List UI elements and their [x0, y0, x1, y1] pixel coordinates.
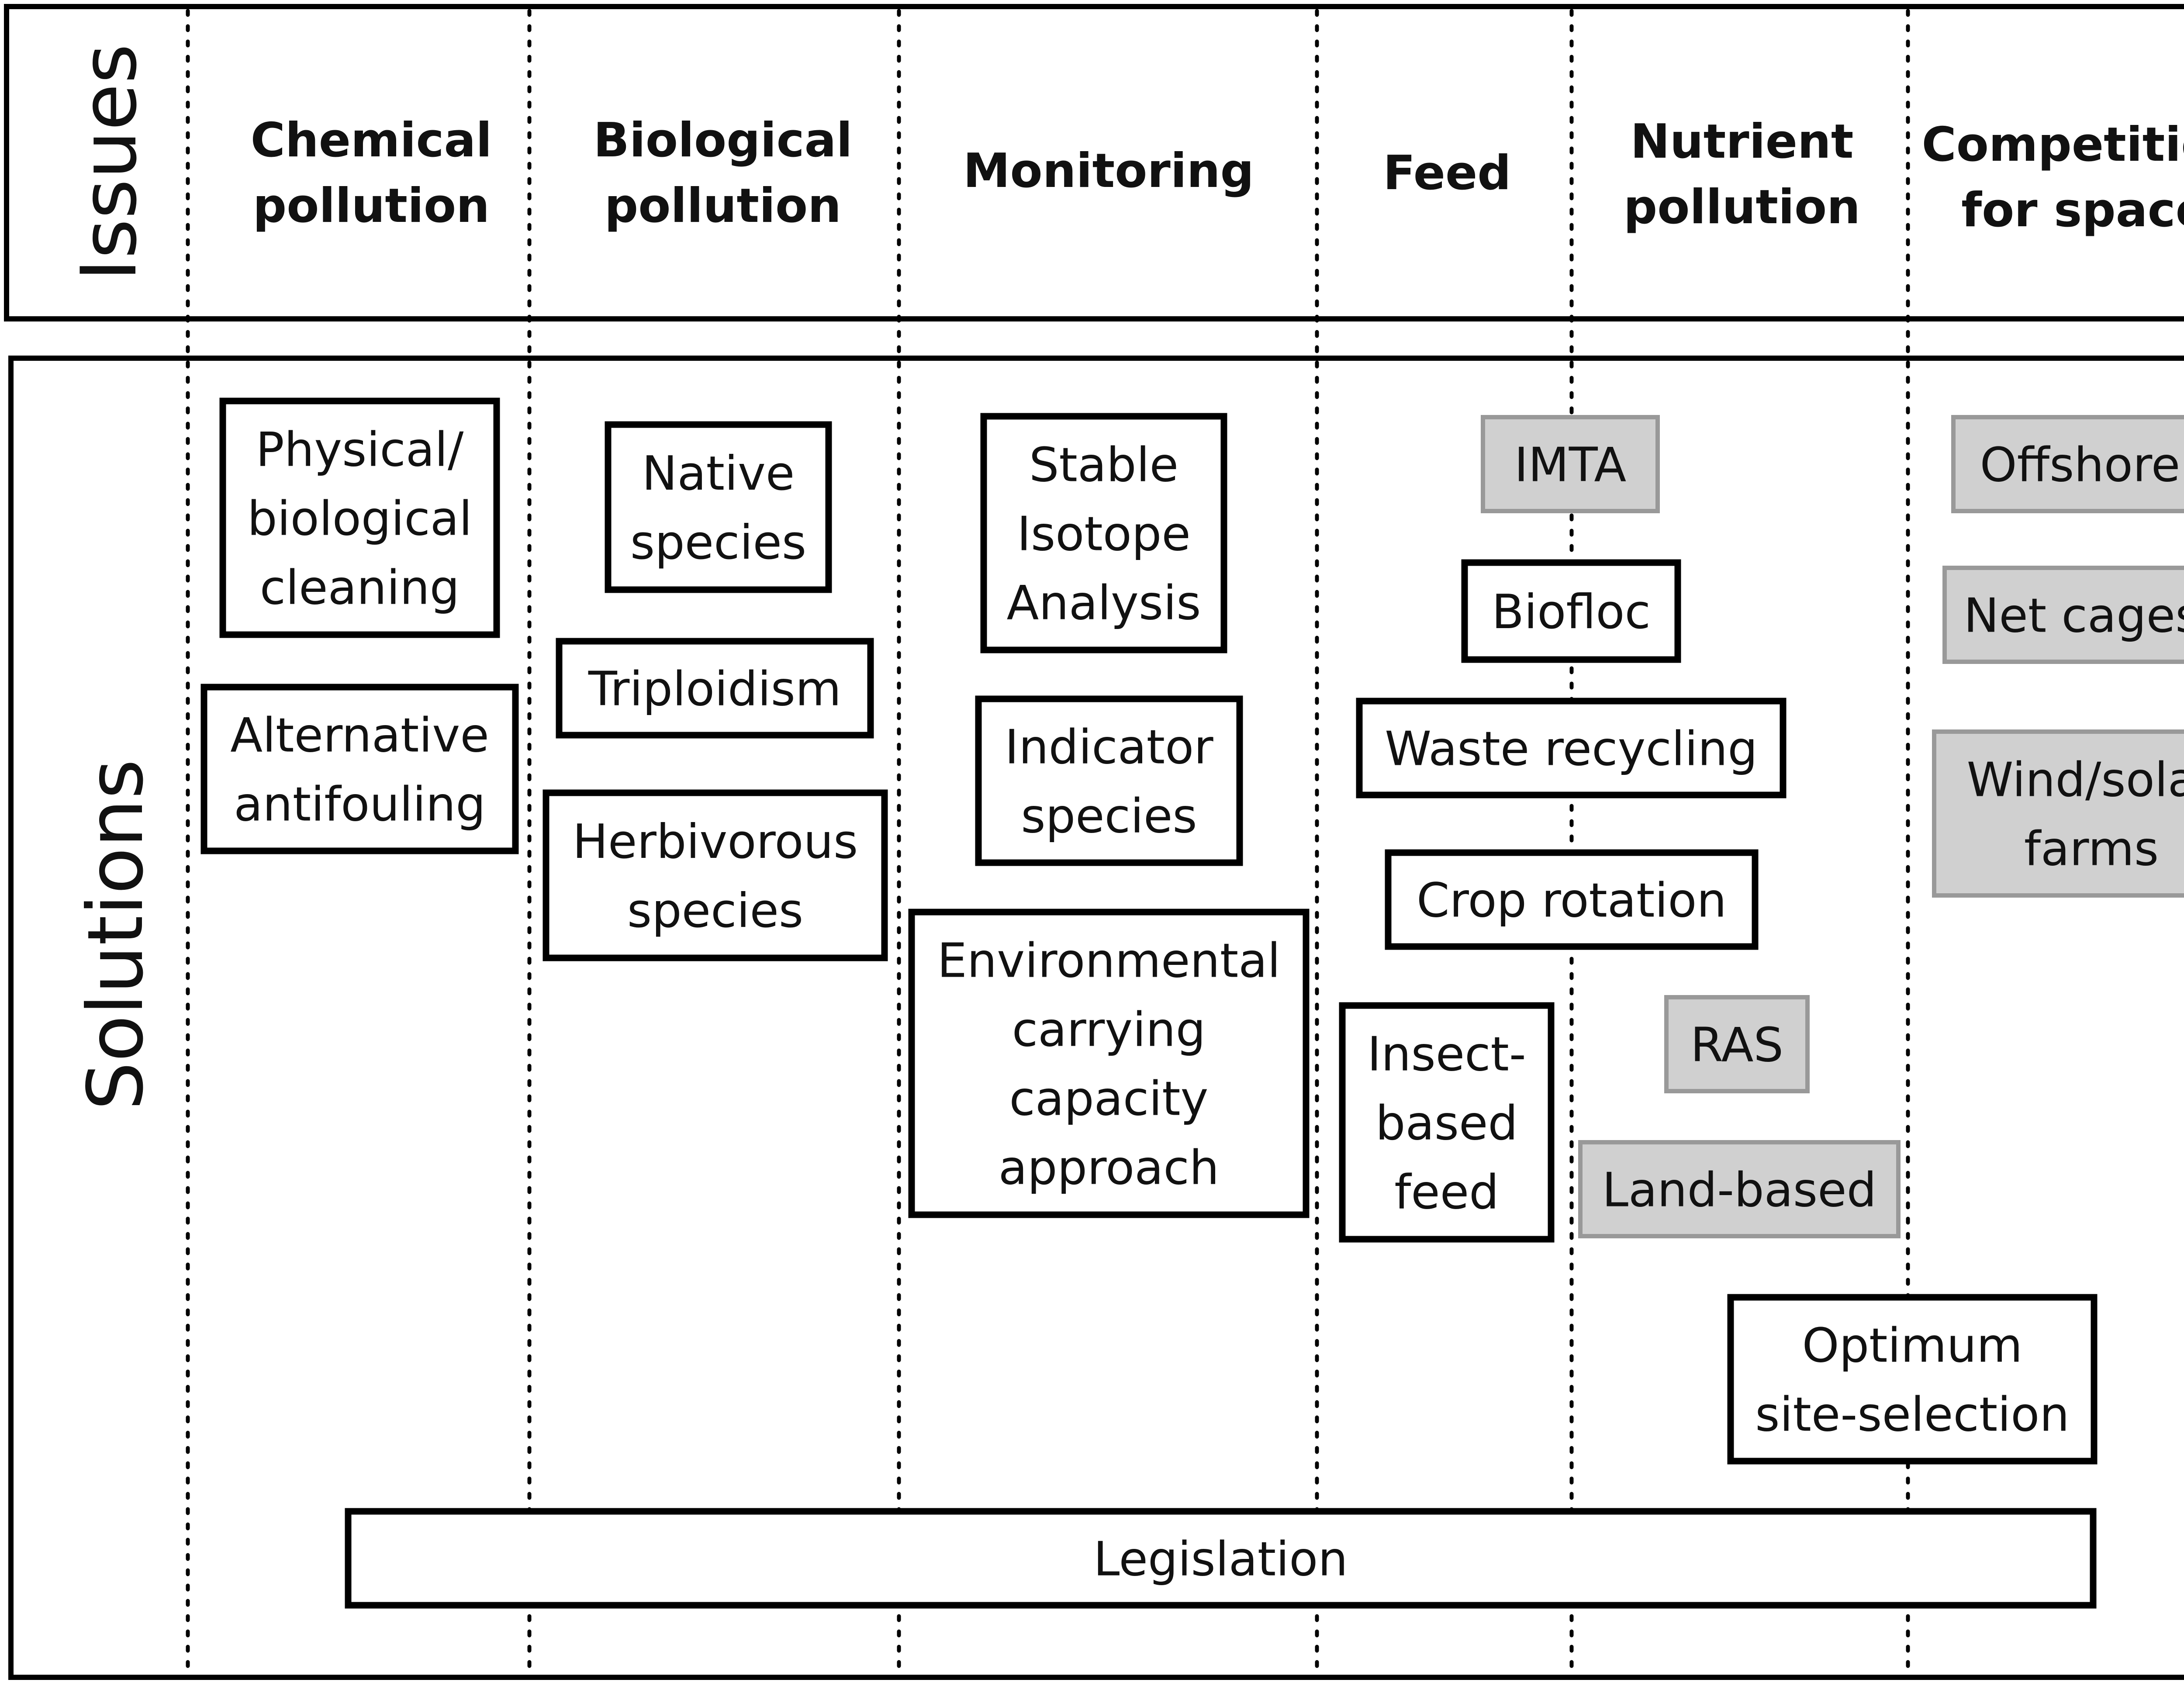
solution-triploidism: Triploidism — [556, 638, 874, 739]
panel-frames — [4, 4, 2184, 1680]
solution-ras: RAS — [1664, 995, 1810, 1093]
solution-box-indicator-species — [975, 695, 1243, 866]
solution-box-offshore — [1951, 415, 2184, 513]
solution-biofloc: Biofloc — [1461, 559, 1681, 663]
solution-label-net-cages: Net cages — [1964, 588, 2184, 643]
solution-imta: IMTA — [1481, 415, 1660, 513]
solution-land-based: Land-based — [1578, 1140, 1901, 1238]
solution-box-net-cages — [1942, 566, 2184, 664]
solution-label-biofloc: Biofloc — [1492, 585, 1651, 639]
solution-label-waste-recycling: Waste recycling — [1385, 722, 1758, 776]
solution-crop-rotation: Crop rotation — [1385, 849, 1759, 950]
solution-label-land-based: Land-based — [1602, 1163, 1876, 1217]
solution-box-legislation — [345, 1508, 2097, 1609]
solution-box-stable-isotope-analysis — [980, 413, 1227, 653]
solution-box-waste-recycling — [1356, 698, 1787, 798]
solution-box-land-based — [1578, 1140, 1901, 1238]
solutions-frame — [8, 356, 2184, 1680]
solution-box-imta — [1481, 415, 1660, 513]
solution-box-insect-based-feed — [1339, 1002, 1555, 1243]
side-labels: Issues Solutions — [65, 44, 160, 1110]
solution-box-herbivorous-species — [543, 789, 888, 961]
column-separators — [186, 9, 1910, 1675]
issue-header-competition: Competitionfor space — [1922, 117, 2184, 238]
solution-label-triploidism: Triploidism — [588, 662, 841, 716]
solution-box-alternative-antifouling — [200, 684, 519, 854]
solution-box-physical-biological-cleaning — [219, 397, 500, 638]
solution-box-triploidism — [556, 638, 874, 739]
solution-label-imta: IMTA — [1514, 438, 1627, 492]
solution-box-crop-rotation — [1385, 849, 1759, 950]
solution-box-optimum-site-selection — [1727, 1294, 2098, 1465]
solution-label-legislation: Legislation — [1093, 1532, 1348, 1586]
solution-label-ras: RAS — [1690, 1018, 1783, 1072]
issue-header-monitoring: Monitoring — [963, 144, 1254, 198]
issues-frame — [4, 4, 2184, 321]
solution-offshore: Offshore — [1951, 415, 2184, 513]
issues-label: Issues — [65, 44, 154, 281]
solution-label-offshore: Offshore — [1980, 438, 2181, 492]
solution-label-crop-rotation: Crop rotation — [1417, 873, 1727, 928]
solution-box-environmental-carrying-capacity — [908, 909, 1310, 1218]
solution-box-native-species — [605, 421, 832, 593]
solutions-label: Solutions — [72, 759, 160, 1110]
solution-box-wind-solar-farms — [1932, 729, 2184, 898]
solution-net-cages: Net cages — [1942, 566, 2184, 664]
solution-label-wind-solar-farms: Wind/solarfarms — [1967, 753, 2184, 876]
solution-wind-solar-farms: Wind/solarfarms — [1932, 729, 2184, 898]
issue-header-feed: Feed — [1383, 146, 1511, 200]
solution-legislation: Legislation — [345, 1508, 2097, 1609]
solution-box-ras — [1664, 995, 1810, 1093]
solution-waste-recycling: Waste recycling — [1356, 698, 1787, 798]
solution-box-biofloc — [1461, 559, 1681, 663]
